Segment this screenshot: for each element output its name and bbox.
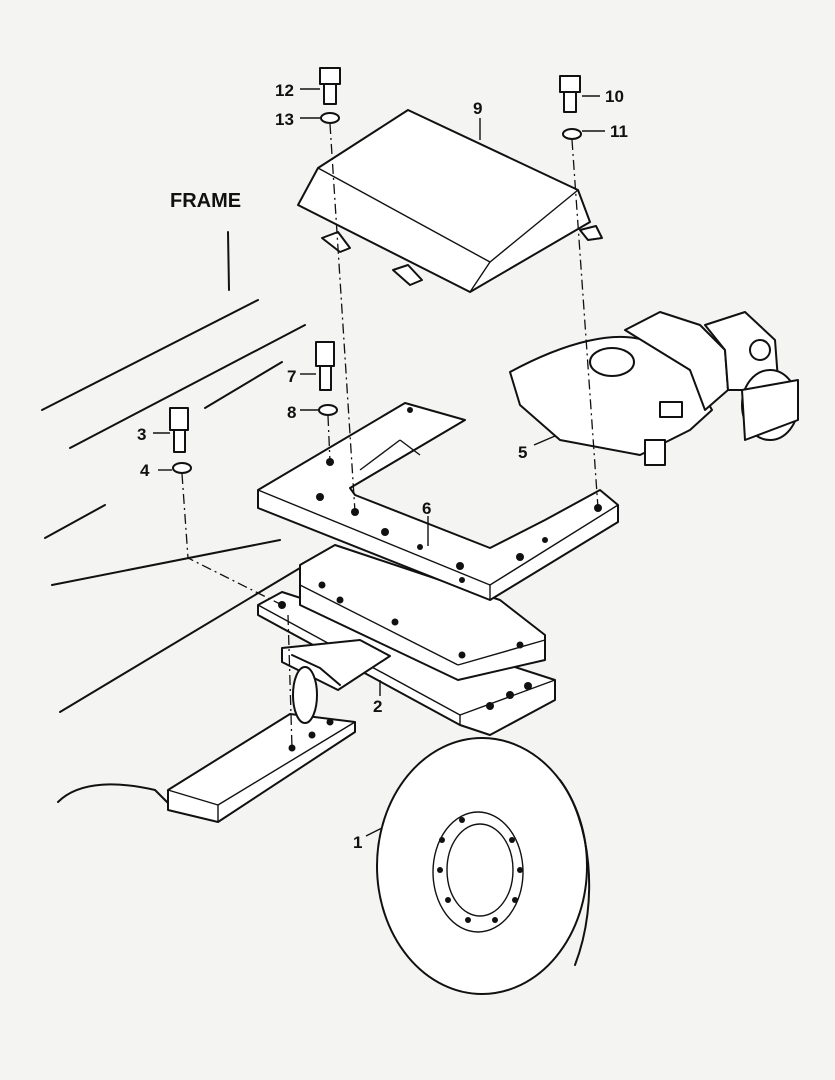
callout-9: 9	[473, 99, 482, 118]
callout-13: 13	[275, 110, 294, 129]
washer-8	[318, 404, 338, 416]
caliper-bracket-plate	[257, 402, 619, 601]
callout-1: 1	[353, 833, 362, 852]
callout-7: 7	[287, 367, 296, 386]
washer-4	[172, 462, 192, 474]
leader-lines	[153, 88, 605, 837]
bolt-3	[169, 407, 189, 453]
frame-label: FRAME	[170, 190, 241, 212]
callout-11: 11	[610, 122, 628, 141]
callout-5: 5	[518, 443, 527, 462]
washer-13	[320, 112, 340, 124]
bolt-12	[319, 67, 341, 105]
assembly-centerlines	[181, 123, 599, 749]
callout-8: 8	[287, 403, 296, 422]
callout-3: 3	[137, 425, 146, 444]
callout-10: 10	[605, 87, 624, 106]
callout-12: 12	[275, 81, 294, 100]
caliper-cover	[297, 109, 603, 293]
brake-caliper	[509, 311, 799, 466]
washer-11	[562, 128, 582, 140]
callout-2: 2	[373, 697, 382, 716]
brake-disc	[376, 737, 591, 995]
mounting-plate-middle	[299, 544, 546, 681]
bolt-10	[559, 75, 581, 113]
callout-6: 6	[422, 499, 431, 518]
frame-outline	[41, 231, 356, 823]
bolt-7	[315, 341, 335, 391]
callout-4: 4	[140, 461, 150, 480]
